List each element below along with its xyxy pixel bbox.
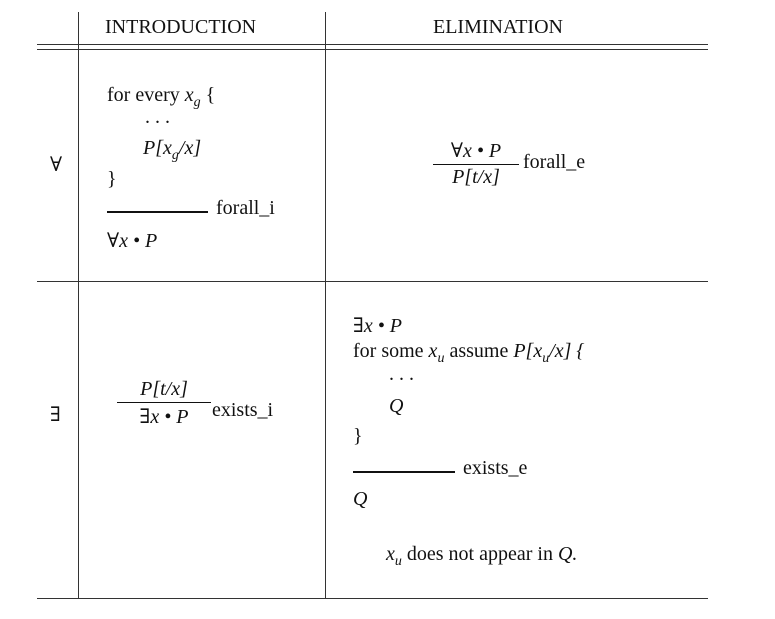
text: /x] <box>178 137 202 159</box>
exists-intro-fraction: P[t/x] ∃x • P <box>117 378 211 429</box>
exists-elim-line1: for some xu assume P[xu/x] { <box>353 340 584 367</box>
row-divider <box>37 281 708 282</box>
forall-intro-body: P[xg/x] <box>143 137 201 164</box>
sub: u <box>437 351 445 366</box>
rule-label-exists-e: exists_e <box>463 457 528 479</box>
side-condition: xu does not appear in Q. <box>386 543 577 570</box>
exists-elim-body: Q <box>389 395 403 418</box>
forall-intro-conclusion: ∀x • P <box>107 228 157 253</box>
sub: u <box>542 351 550 366</box>
rule-label-forall-e: forall_e <box>523 151 586 173</box>
text: assume <box>449 340 509 362</box>
var: x <box>428 340 438 362</box>
column-divider <box>78 12 79 598</box>
text: does not appear in <box>406 543 553 565</box>
exists-elim-conclusion: Q <box>353 488 367 511</box>
forall-symbol: ∀ <box>50 154 63 176</box>
brace: { <box>205 84 216 106</box>
forall-elim-fraction: ∀x • P P[t/x] <box>433 138 519 189</box>
close-brace: } <box>353 425 363 447</box>
text: for some <box>353 340 424 362</box>
exists-elim-premise: ∃x • P <box>353 313 402 338</box>
header-introduction: INTRODUCTION <box>105 16 257 38</box>
conclusion: P[t/x] <box>452 166 500 188</box>
close-brace: } <box>107 168 117 190</box>
dots: . . . <box>145 106 170 128</box>
text: Q <box>353 488 368 510</box>
text: /x] { <box>549 340 585 362</box>
inference-rule <box>107 211 208 213</box>
header-rule <box>37 44 708 45</box>
text: P[x <box>513 340 543 362</box>
dots: . . . <box>389 363 414 385</box>
text: ∀x • P <box>107 230 158 252</box>
text: Q. <box>557 543 578 565</box>
premise: ∀x • P <box>450 140 502 162</box>
rule-label-exists-i: exists_i <box>212 399 274 421</box>
sub: g <box>171 148 179 163</box>
text: Q <box>389 395 404 417</box>
fraction-bar <box>433 164 519 165</box>
conclusion: ∃x • P <box>139 406 189 428</box>
fraction-bar <box>117 402 211 403</box>
header-rule <box>37 49 708 50</box>
sub: g <box>193 95 201 110</box>
sub: u <box>394 554 402 569</box>
var: x <box>386 543 395 565</box>
column-divider <box>325 12 326 598</box>
exists-symbol: ∃ <box>50 404 61 426</box>
var: x <box>184 84 194 106</box>
inference-rule <box>353 471 455 473</box>
text: for every <box>107 84 180 106</box>
text: P[x <box>143 137 172 159</box>
text: ∃x • P <box>353 315 402 337</box>
header-elimination: ELIMINATION <box>433 16 563 38</box>
premise: P[t/x] <box>140 378 188 400</box>
rule-label-forall-i: forall_i <box>216 197 275 219</box>
forall-intro-line1: for every xg { <box>107 84 215 111</box>
bottom-rule <box>37 598 708 599</box>
